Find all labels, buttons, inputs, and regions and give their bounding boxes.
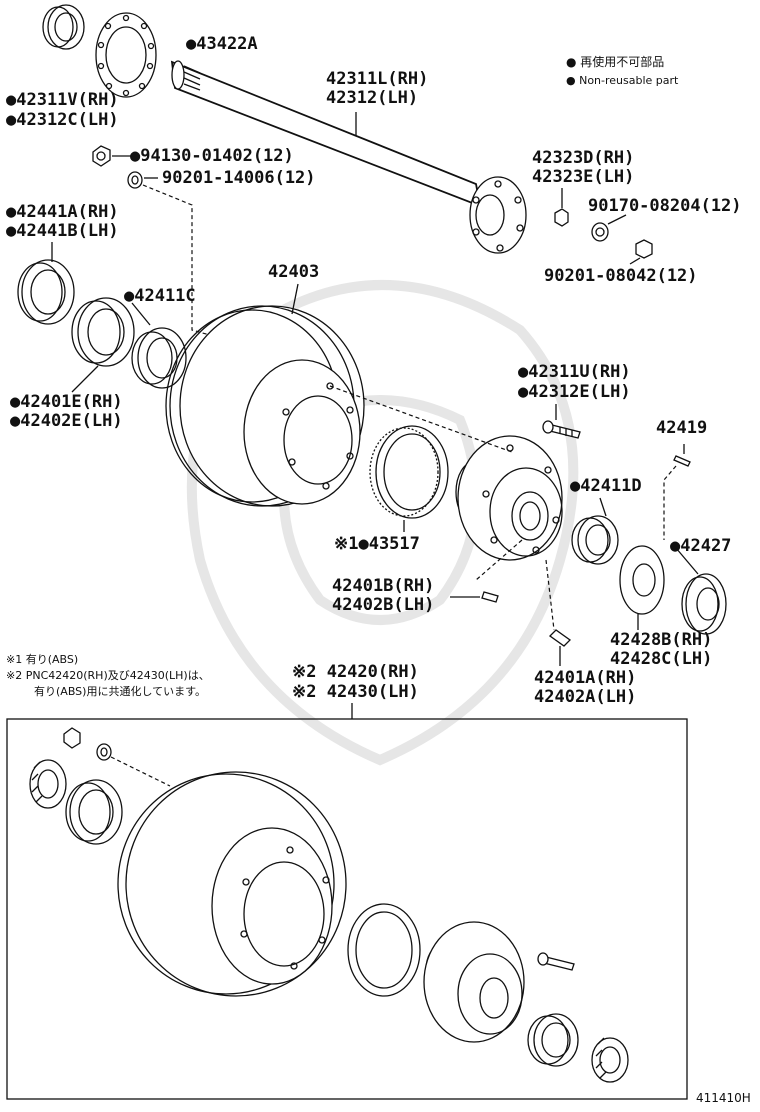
legend-non-reusable-jp: ● 再使用不可部品 bbox=[566, 55, 665, 69]
assembly-hub-part bbox=[423, 921, 525, 1043]
assembly-nut-part bbox=[63, 727, 112, 761]
label-94130: ●94130-01402(12) bbox=[130, 146, 294, 166]
legend-non-reusable-en: ● Non-reusable part bbox=[566, 74, 679, 87]
bearing-cone-part bbox=[71, 297, 135, 367]
footnote-2-cont: 有り(ABS)用に共通化しています。 bbox=[34, 685, 207, 698]
assembly-bolt-part bbox=[537, 952, 575, 971]
brake-drum-part bbox=[165, 305, 365, 507]
bearing-cup-part bbox=[131, 327, 187, 389]
label-42428b: 42428B(RH) bbox=[610, 630, 713, 650]
label-42420: ※2 42420(RH) bbox=[292, 662, 419, 682]
assembly-bearing-part bbox=[29, 759, 67, 809]
label-42311u: ●42311U(RH) bbox=[518, 362, 631, 382]
watermark-emblem bbox=[186, 280, 579, 766]
label-42441b: ●42441B(LH) bbox=[6, 221, 119, 241]
label-42403: 42403 bbox=[268, 262, 320, 282]
stud-nuts-part bbox=[554, 208, 653, 259]
assembly-drum-part bbox=[117, 771, 347, 997]
label-42411d: ●42411D bbox=[570, 476, 642, 496]
label-42401a: 42401A(RH) bbox=[534, 668, 637, 688]
footnote-2: ※2 PNC42420(RH)及び42430(LH)は、 bbox=[6, 669, 210, 682]
hub-bolt-part bbox=[542, 420, 581, 439]
gasket-part bbox=[95, 12, 157, 98]
assembly-abs-rotor-part bbox=[347, 903, 421, 997]
label-42323e: 42323E(LH) bbox=[532, 167, 635, 187]
oil-seal-part bbox=[17, 259, 75, 325]
label-42311v: ●42311V(RH) bbox=[6, 90, 119, 110]
small-bolt-part bbox=[673, 455, 691, 467]
label-90170: 90170-08204(12) bbox=[588, 196, 742, 216]
label-42323d: 42323D(RH) bbox=[532, 148, 635, 168]
axle-shaft-part bbox=[170, 60, 527, 254]
assembly-bearing-cone-part bbox=[591, 1037, 629, 1083]
label-42402b: 42402B(LH) bbox=[332, 595, 435, 615]
label-42312e: ●42312E(LH) bbox=[518, 382, 631, 402]
hub-stud-part bbox=[548, 629, 572, 647]
assembly-bearing-cup-part bbox=[527, 1013, 579, 1067]
axle-hub-part bbox=[455, 435, 563, 561]
axle-seal-part bbox=[42, 4, 85, 50]
label-42427: ●42427 bbox=[670, 536, 732, 556]
assembly-seal-part bbox=[65, 779, 123, 845]
lock-nut-part bbox=[681, 573, 727, 635]
footnote-1: ※1 有り(ABS) bbox=[6, 653, 79, 666]
label-42402a: 42402A(LH) bbox=[534, 687, 637, 707]
knock-pin-part bbox=[481, 591, 499, 603]
nut-washer-part bbox=[92, 145, 143, 189]
label-42441a: ●42441A(RH) bbox=[6, 202, 119, 222]
label-42411c: ●42411C bbox=[124, 286, 196, 306]
retainer-plate-part bbox=[619, 545, 665, 615]
figure-number: 411410H bbox=[696, 1091, 751, 1105]
label-42419: 42419 bbox=[656, 418, 708, 438]
bearing-cup-d-part bbox=[571, 515, 619, 565]
label-90201-14006: 90201-14006(12) bbox=[162, 168, 316, 188]
label-42401b: 42401B(RH) bbox=[332, 576, 435, 596]
label-43517: ※1●43517 bbox=[334, 534, 420, 554]
label-90201-08042: 90201-08042(12) bbox=[544, 266, 698, 286]
label-42401e: ●42401E(RH) bbox=[10, 392, 123, 412]
label-42312c: ●42312C(LH) bbox=[6, 110, 119, 130]
label-43422a: ●43422A bbox=[186, 34, 258, 54]
label-42402e: ●42402E(LH) bbox=[10, 411, 123, 431]
assembly-box bbox=[6, 718, 688, 1100]
label-42311l: 42311L(RH) bbox=[326, 69, 429, 89]
label-42428c: 42428C(LH) bbox=[610, 649, 713, 669]
label-42430: ※2 42430(LH) bbox=[292, 682, 419, 702]
abs-sensor-rotor-part bbox=[369, 425, 449, 519]
label-42312: 42312(LH) bbox=[326, 88, 419, 108]
